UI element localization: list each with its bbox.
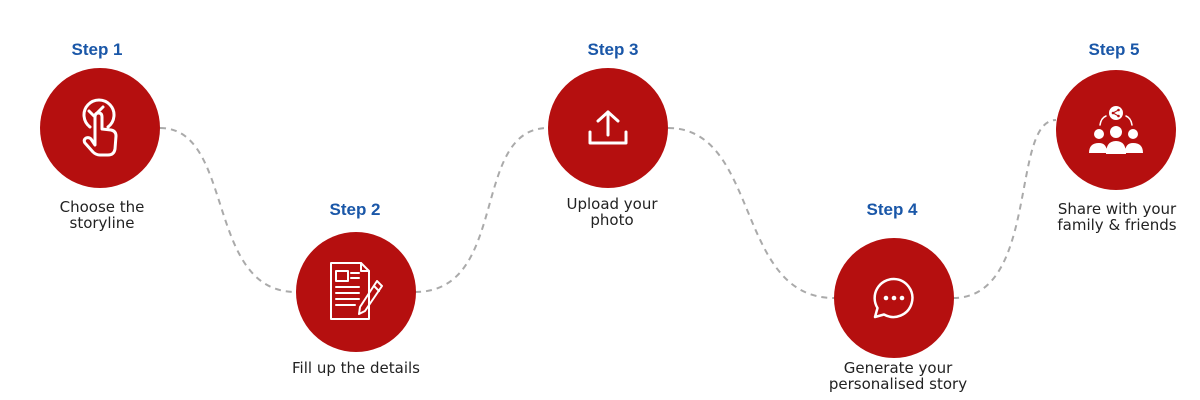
step-1-caption-line-2: storyline — [69, 214, 135, 232]
connector-1-2 — [159, 127, 297, 293]
share-group-icon — [1089, 106, 1143, 154]
chat-bubble-icon — [873, 277, 914, 319]
step-4-title: Step 4 — [866, 200, 918, 219]
step-3-caption-line-1: Upload your — [566, 195, 658, 213]
connector-3-4 — [667, 127, 835, 299]
step-3-title: Step 3 — [587, 40, 639, 59]
step-4-caption: Generate your personalised story — [798, 360, 998, 392]
step-5-caption: Share with your family & friends — [1017, 201, 1200, 233]
step-5-circle — [1056, 70, 1176, 190]
form-edit-icon — [330, 262, 383, 320]
step-5-caption-line-1: Share with your — [1057, 200, 1177, 218]
step-4-caption-line-2: personalised story — [828, 375, 968, 393]
step-5-title: Step 5 — [1088, 40, 1140, 59]
step-3-caption-line-2: photo — [590, 211, 634, 229]
step-4-caption-line-1: Generate your — [843, 359, 953, 377]
step-2-title: Step 2 — [329, 200, 381, 219]
step-5-caption-line-2: family & friends — [1057, 216, 1177, 234]
step-2-caption: Fill up the details — [256, 360, 456, 376]
step-1-caption-line-1: Choose the — [59, 198, 145, 216]
connector-4-5 — [952, 119, 1057, 299]
step-2-circle — [296, 232, 416, 352]
step-1-circle — [40, 68, 160, 188]
step-3-circle — [548, 68, 668, 188]
step-4-circle — [834, 238, 954, 358]
upload-icon — [588, 110, 628, 145]
step-3-caption: Upload your photo — [512, 196, 712, 228]
step-1-title: Step 1 — [71, 40, 123, 59]
tap-icon — [82, 98, 118, 157]
step-2-caption-line-1: Fill up the details — [292, 359, 420, 377]
step-1-caption: Choose the storyline — [2, 199, 202, 231]
connector-2-3 — [414, 127, 549, 293]
